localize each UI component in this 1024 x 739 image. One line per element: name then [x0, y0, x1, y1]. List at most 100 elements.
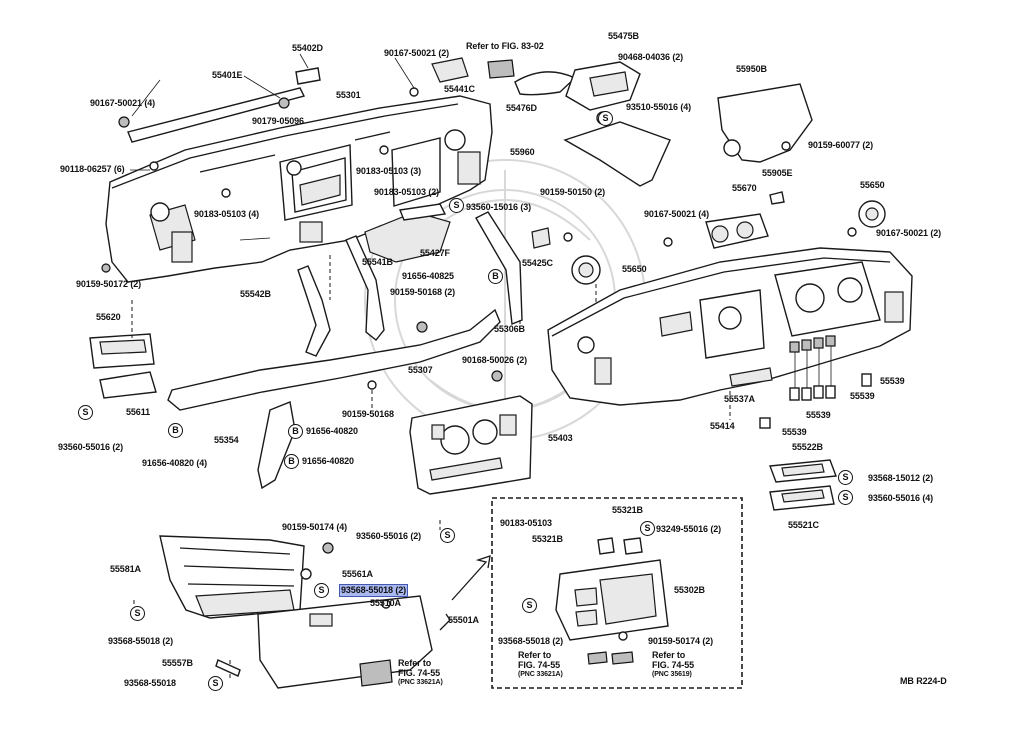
label-90167-50021-2b: 90167-50021 (2) — [876, 228, 942, 238]
label-93568-55018: 93568-55018 — [124, 678, 176, 688]
label-90159-50172: 90159-50172 (2) — [76, 279, 142, 289]
label-90167-50021-4: 90167-50021 (4) — [90, 98, 156, 108]
label-90168-50026: 90168-50026 (2) — [462, 355, 528, 365]
part-55611 — [99, 371, 157, 399]
label-55670: 55670 — [732, 183, 757, 193]
label-pnc-33621a-b: (PNC 33621A) — [518, 671, 563, 678]
label-pnc-33621a-a: (PNC 33621A) — [398, 679, 443, 686]
badge-b: B — [284, 454, 299, 469]
label-refer-fig-83-02: Refer to FIG. 83-02 — [466, 41, 544, 51]
badge-s: S — [130, 606, 145, 621]
label-90167-50021-4b: 90167-50021 (4) — [644, 209, 710, 219]
instrument-panel-right — [547, 247, 913, 406]
label-55354: 55354 — [214, 435, 239, 445]
badge-s: S — [449, 198, 464, 213]
reinforcement-55307 — [167, 308, 501, 411]
label-55541B: 55541B — [362, 257, 393, 267]
label-55522B: 55522B — [792, 442, 823, 452]
label-91656-40820-a: 91656-40820 — [306, 426, 358, 436]
inset-box — [491, 497, 743, 689]
label-91656-40820-b: 91656-40820 — [302, 456, 354, 466]
label-90159-50168: 90159-50168 — [342, 409, 394, 419]
label-55611: 55611 — [126, 407, 151, 417]
label-93568-55018-2: 93568-55018 (2) — [108, 636, 174, 646]
label-55539-b: 55539 — [850, 391, 875, 401]
label-55302B: 55302B — [674, 585, 705, 595]
part-55402D — [295, 67, 321, 85]
label-90179-05096: 90179-05096 — [252, 116, 304, 126]
label-fig-74-55-c: FIG. 74-55 — [652, 660, 695, 670]
label-55539-d: 55539 — [782, 427, 807, 437]
label-91656-40820-4: 91656-40820 (4) — [142, 458, 208, 468]
badge-s: S — [78, 405, 93, 420]
bracket-55306B — [475, 211, 523, 325]
label-55521C: 55521C — [788, 520, 819, 530]
label-55650-a: 55650 — [860, 180, 885, 190]
label-90159-50174-2: 90159-50174 (2) — [648, 636, 714, 646]
label-55301: 55301 — [336, 90, 361, 100]
label-90159-50168-2: 90159-50168 (2) — [390, 287, 456, 297]
label-90468-04036: 90468-04036 (2) — [618, 52, 684, 62]
label-55905E: 55905E — [762, 168, 793, 178]
label-93249-55016: 93249-55016 (2) — [656, 524, 722, 534]
label-55539-a: 55539 — [880, 376, 905, 386]
label-55476D: 55476D — [506, 103, 537, 113]
label-fig-74-55-b: FIG. 74-55 — [518, 660, 561, 670]
molding-strip — [127, 87, 306, 143]
label-90159-50174-4: 90159-50174 (4) — [282, 522, 348, 532]
label-90159-50150: 90159-50150 (2) — [540, 187, 606, 197]
badge-s: S — [838, 470, 853, 485]
bracket-55541B — [345, 235, 385, 341]
label-55960: 55960 — [510, 147, 535, 157]
instrument-panel-upper — [105, 95, 493, 283]
label-90183-05103-2: 90183-05103 (2) — [374, 187, 440, 197]
label-55425C: 55425C — [522, 258, 553, 268]
part-55476D — [514, 71, 577, 96]
label-93568-15012: 93568-15012 (2) — [868, 473, 934, 483]
part-55960 — [563, 121, 671, 187]
label-55539-c: 55539 — [806, 410, 831, 420]
label-91656-40825: 91656-40825 — [402, 271, 454, 281]
label-55475B: 55475B — [608, 31, 639, 41]
label-pnc-35619: (PNC 35619) — [652, 671, 692, 678]
glove-box — [159, 535, 305, 619]
label-55321B-b: 55321B — [532, 534, 563, 544]
label-55401E: 55401E — [212, 70, 243, 80]
label-refer-to-c: Refer to — [652, 650, 686, 660]
label-refer-to-a: Refer to — [398, 658, 432, 668]
label-55537A: 55537A — [724, 394, 755, 404]
label-90183-05103-4: 90183-05103 (4) — [194, 209, 260, 219]
refer-fig83-part — [487, 59, 515, 79]
badge-s: S — [314, 583, 329, 598]
badge-s: S — [208, 676, 223, 691]
label-55650-b: 55650 — [622, 264, 647, 274]
label-55403: 55403 — [548, 433, 573, 443]
label-55427F: 55427F — [420, 248, 450, 258]
label-55501A: 55501A — [448, 615, 479, 625]
label-55402D: 55402D — [292, 43, 323, 53]
label-mb-r224-d: MB R224-D — [900, 676, 947, 686]
label-55321B-a: 55321B — [612, 505, 643, 515]
brace-55354 — [257, 401, 296, 490]
badge-s: S — [440, 528, 455, 543]
badge-s: S — [838, 490, 853, 505]
label-55620: 55620 — [96, 312, 121, 322]
badge-s: S — [598, 111, 613, 126]
label-55510A: 55510A — [370, 598, 401, 608]
label-93568-55018-box: 93568-55018 (2) — [498, 636, 564, 646]
label-90183-05103-3: 90183-05103 (3) — [356, 166, 422, 176]
label-refer-to-b: Refer to — [518, 650, 552, 660]
label-55306B: 55306B — [494, 324, 525, 334]
label-55441C: 55441C — [444, 84, 475, 94]
label-90159-60077: 90159-60077 (2) — [808, 140, 874, 150]
label-93560-55016-2b: 93560-55016 (2) — [356, 531, 422, 541]
label-55581A: 55581A — [110, 564, 141, 574]
bracket-55542B — [297, 265, 331, 357]
badge-b: B — [488, 269, 503, 284]
label-55561A: 55561A — [342, 569, 373, 579]
badge-b: B — [288, 424, 303, 439]
inset-parts — [555, 537, 669, 665]
label-93510-55016: 93510-55016 (4) — [626, 102, 692, 112]
